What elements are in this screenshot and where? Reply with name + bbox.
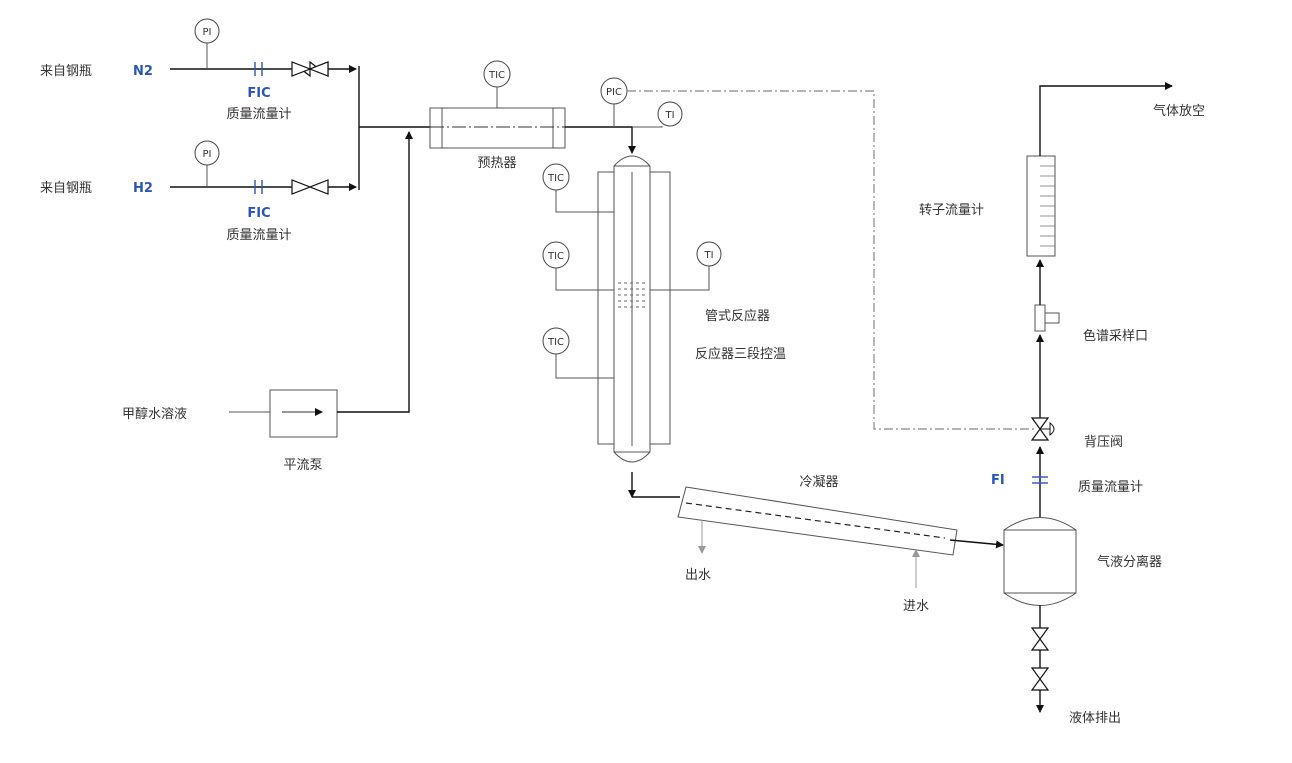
svg-text:TIC: TIC (547, 173, 564, 184)
gas-vent-pipe (1039, 82, 1173, 156)
back-pressure-valve-icon (1030, 417, 1055, 441)
h2-source-label: 来自钢瓶 (40, 181, 92, 196)
methanol-solution-label: 甲醇水溶液 (122, 406, 187, 422)
ti-inlet-tap (632, 126, 663, 128)
preheater-to-reactor-pipe (565, 126, 636, 154)
condenser-to-separator-pipe (949, 539, 1004, 549)
fic-n2-label: FIC (247, 86, 270, 101)
pump-box (269, 389, 338, 438)
pump-label: 平流泵 (283, 458, 322, 473)
condenser (677, 486, 958, 556)
pic-control-signal-line (627, 90, 1036, 430)
pump-to-header-pipe (337, 131, 413, 413)
fic-h2-flow-meter (254, 180, 263, 194)
svg-text:TIC: TIC (547, 251, 564, 262)
gc-sampling-port-label: 色谱采样口 (1083, 328, 1148, 344)
tic-zone1-bubble: TIC (542, 163, 570, 191)
svg-text:TIC: TIC (547, 337, 564, 348)
svg-text:TI: TI (703, 250, 713, 261)
tic-preheater-bubble: TIC (483, 60, 511, 88)
tic-zone3-bubble: TIC (542, 327, 570, 355)
water-in-label: 进水 (903, 599, 929, 614)
tic-zone3-tap (555, 354, 614, 379)
h2-feed-line: 来自钢瓶 H2 PI FIC 质量流量计 (40, 140, 357, 243)
svg-text:PI: PI (203, 149, 212, 160)
three-zone-temp-label: 反应器三段控温 (695, 346, 786, 362)
pi-n2-bubble: PI (194, 18, 220, 44)
n2-valve-icon (291, 60, 329, 78)
fi-flow-meter (1032, 476, 1048, 484)
tic-zone2-tap (555, 268, 614, 291)
tic-zone2-bubble: TIC (542, 241, 570, 269)
pic-bubble: PIC (600, 77, 628, 105)
tubular-reactor (597, 155, 671, 463)
drain-valve-1-icon (1030, 627, 1050, 651)
n2-source-label: 来自钢瓶 (40, 64, 92, 79)
svg-text:PIC: PIC (606, 87, 622, 98)
fic-h2-label: FIC (247, 206, 270, 221)
condenser-label: 冷凝器 (799, 474, 838, 490)
n2-label: N2 (133, 64, 153, 79)
ti-inlet-bubble: TI (657, 101, 683, 127)
back-pressure-valve-label: 背压阀 (1084, 435, 1123, 450)
mfm-outlet-label: 质量流量计 (1078, 480, 1143, 495)
ti-reactor-bubble: TI (696, 241, 722, 267)
tubular-reactor-label: 管式反应器 (705, 308, 770, 324)
ti-reactor-tap (650, 266, 710, 291)
gas-vent-label: 气体放空 (1153, 103, 1205, 119)
rotameter-label: 转子流量计 (919, 203, 984, 218)
svg-text:TI: TI (664, 110, 674, 121)
gc-sampling-port-icon (1034, 304, 1060, 332)
gas-liquid-separator (1003, 517, 1077, 606)
liquid-drain-label: 液体排出 (1069, 711, 1121, 726)
tic-zone1-tap (555, 190, 614, 213)
preheater (429, 107, 570, 149)
separator-label: 气液分离器 (1097, 554, 1162, 570)
fic-n2-flow-meter (254, 62, 263, 76)
preheater-label: 预热器 (477, 156, 516, 171)
h2-label: H2 (133, 181, 153, 196)
n2-feed-line: 来自钢瓶 N2 PI FIC 质量流量计 (40, 18, 357, 122)
rotameter (1026, 155, 1056, 257)
water-out-label: 出水 (685, 568, 711, 583)
h2-valve-icon (291, 179, 329, 195)
drain-valve-2-icon (1030, 667, 1050, 691)
pi-h2-bubble: PI (194, 140, 220, 166)
mfm-h2-label: 质量流量计 (226, 228, 291, 243)
fi-label: FI (991, 473, 1005, 488)
svg-text:TIC: TIC (488, 70, 505, 81)
svg-text:PI: PI (203, 27, 212, 38)
mfm-n2-label: 质量流量计 (226, 107, 291, 122)
